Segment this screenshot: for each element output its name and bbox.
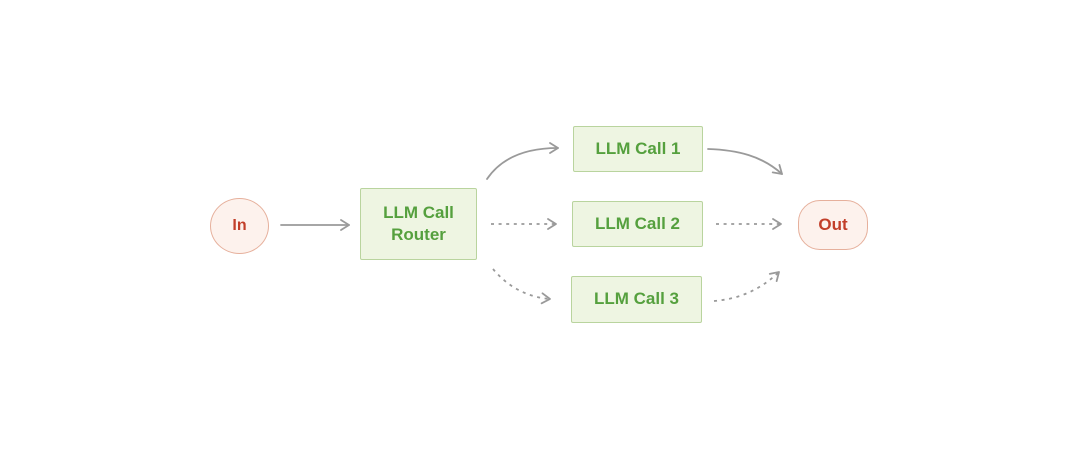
node-llm-call-3-label: LLM Call 3 bbox=[593, 289, 679, 309]
node-llm-call-router-label: LLM Call Router bbox=[383, 202, 454, 244]
node-llm-call-1: LLM Call 1 bbox=[573, 126, 703, 172]
node-llm-call-2-label: LLM Call 2 bbox=[594, 213, 680, 233]
node-llm-call-3: LLM Call 3 bbox=[571, 276, 702, 323]
node-in-label: In bbox=[232, 217, 247, 234]
node-in: In bbox=[210, 198, 269, 254]
node-llm-call-2: LLM Call 2 bbox=[572, 201, 703, 247]
node-out-label: Out bbox=[818, 215, 848, 234]
edge-call3-to-out bbox=[713, 271, 780, 302]
edge-router-to-call3 bbox=[492, 268, 551, 305]
node-llm-call-router: LLM Call Router bbox=[360, 188, 477, 260]
edge-call1-to-out bbox=[707, 148, 783, 175]
edge-router-to-call1 bbox=[486, 142, 559, 180]
node-out: Out bbox=[798, 200, 868, 250]
node-llm-call-1-label: LLM Call 1 bbox=[595, 138, 681, 158]
